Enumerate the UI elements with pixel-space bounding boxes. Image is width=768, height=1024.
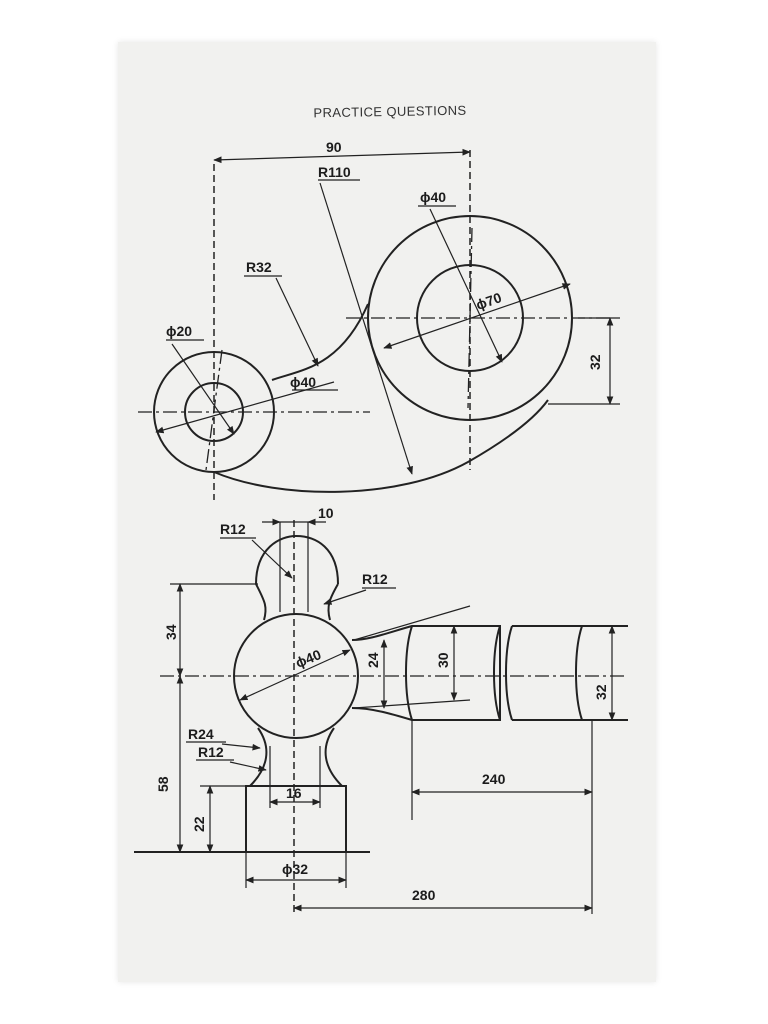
neck-left-upper: [255, 583, 267, 621]
dim24-label: 24: [365, 652, 381, 668]
r12-low-label: R12: [198, 744, 224, 760]
handle-left-part: [351, 625, 501, 721]
dim240-label: 240: [482, 771, 506, 787]
drawing1-link: 90 R110 ϕ40 ϕ70 R32 ϕ20 ϕ40 32: [138, 139, 620, 500]
dim-90-label: 90: [326, 139, 342, 155]
dia40-top-leader: [429, 208, 503, 363]
dim16-label: 16: [286, 785, 302, 801]
dim58-label: 58: [155, 776, 171, 792]
dia20-leader: [171, 343, 235, 435]
r24-leader: [221, 743, 261, 751]
r32-label: R32: [246, 259, 272, 275]
r32-leader: [275, 277, 319, 367]
r32-fillet: [271, 303, 369, 381]
neck-right-lower: [324, 727, 343, 787]
dia40-left-label: ϕ40: [290, 374, 316, 390]
centerline-large-v: [467, 227, 473, 409]
large-boss-circle: [367, 215, 573, 421]
dim34-label: 34: [163, 624, 179, 640]
handle-break-left: [493, 625, 501, 721]
dia40-top-label: ϕ40: [420, 189, 446, 205]
dia40-ball-line: [239, 649, 351, 701]
small-hole-circle: [184, 382, 244, 442]
r110-label: R110: [318, 164, 351, 180]
r12-top-leader: [251, 539, 293, 579]
r12-side-leader: [323, 589, 367, 605]
dia40-ball-label: ϕ40: [293, 646, 323, 671]
r12-low-leader: [229, 761, 267, 772]
r12-side-label: R12: [362, 571, 388, 587]
neck-left-lower: [249, 727, 268, 787]
dia70-line: [383, 283, 571, 349]
dim30-label: 30: [435, 652, 451, 668]
dim280-label: 280: [412, 887, 436, 903]
dim22-label: 22: [191, 816, 207, 832]
ball-circle: [233, 613, 359, 739]
taper-line-top: [353, 605, 471, 641]
r12-top-label: R12: [220, 521, 246, 537]
handle-break-right: [505, 625, 513, 721]
dia20-label: ϕ20: [166, 323, 192, 339]
handle-curve-inner: [405, 625, 413, 721]
dim-90-line: [213, 148, 471, 164]
dim32-label: 32: [587, 354, 603, 370]
taper-line-bottom: [353, 699, 471, 709]
r110-arc: [213, 399, 549, 493]
drawing2-hammer: 10 R12 R12 34 ϕ40 24 30 32 R24 R12: [134, 505, 628, 914]
dim10-label: 10: [318, 505, 334, 521]
dia32-label: ϕ32: [282, 861, 308, 877]
r24-label: R24: [188, 726, 214, 742]
top-knob: [255, 534, 339, 585]
r110-leader: [319, 182, 413, 475]
dim32-right-label: 32: [593, 684, 609, 700]
handle-right-part: [512, 625, 584, 721]
dia70-label: ϕ70: [474, 289, 504, 313]
